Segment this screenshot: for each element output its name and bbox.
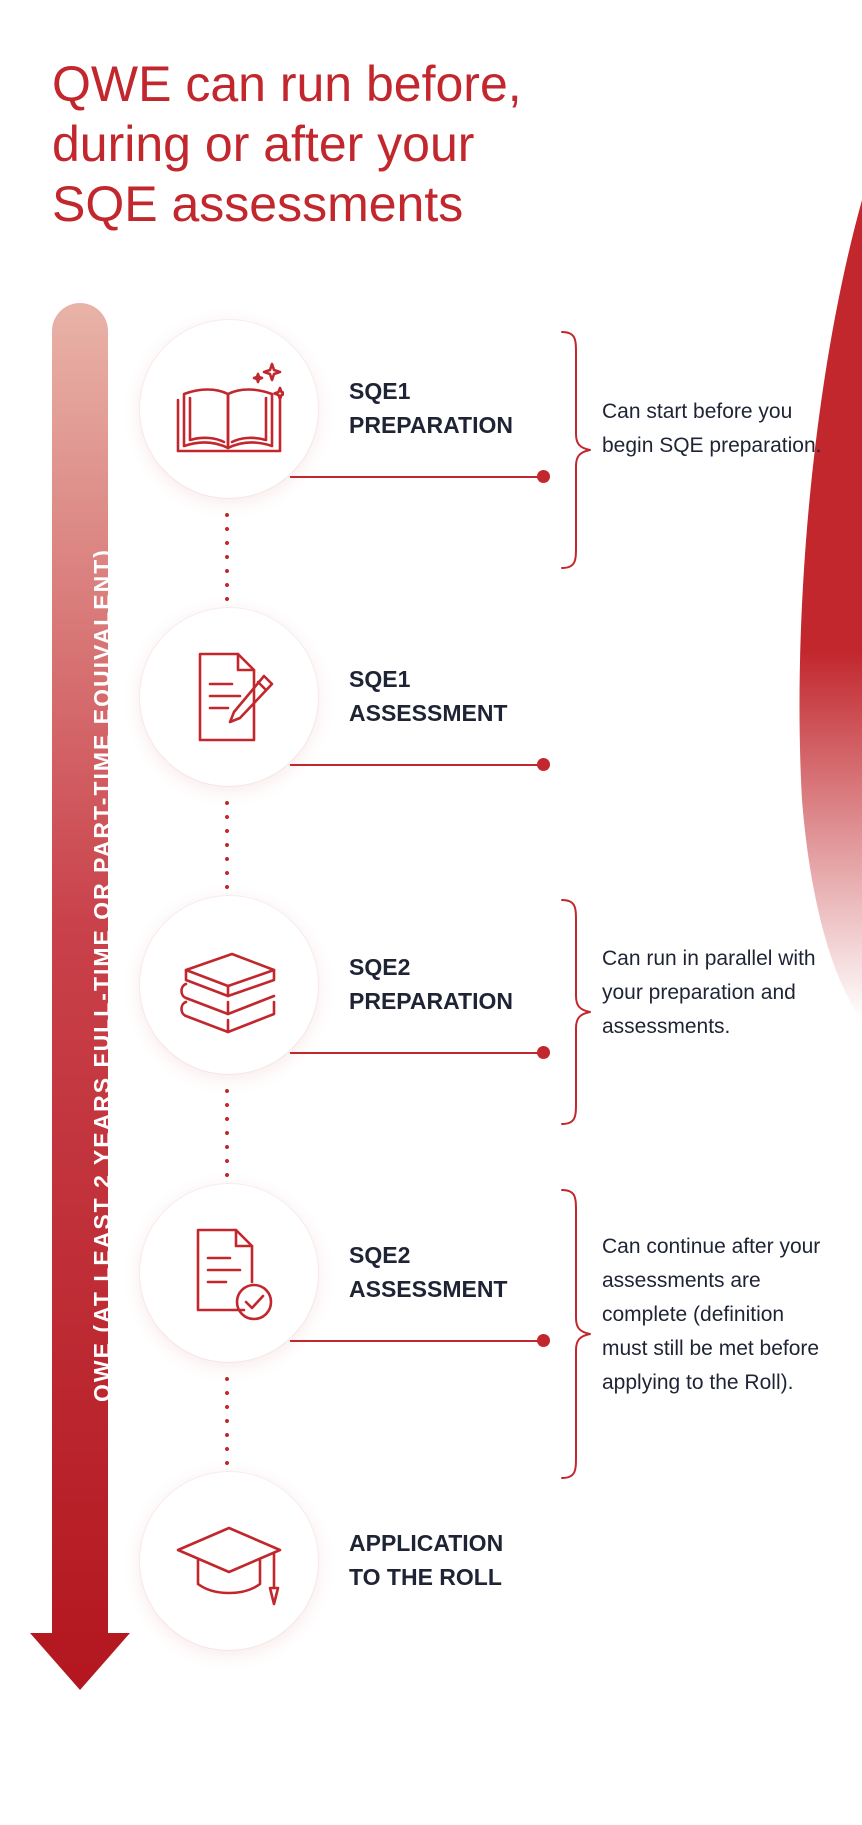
dotted-connector — [225, 796, 229, 891]
timeline-arrow — [30, 303, 130, 1690]
note-text: Can run in parallel with your preparatio… — [602, 947, 816, 1038]
stage-label-line-1: SQE2 — [349, 1242, 411, 1268]
dotted-connector — [225, 1084, 229, 1179]
stage-connector — [290, 1046, 550, 1059]
note-brace — [561, 899, 591, 1125]
stage-sqe2-assessment: SQE2 ASSESSMENT — [0, 1184, 862, 1384]
title-line-3: SQE assessments — [52, 176, 464, 232]
dotted-connector — [225, 508, 229, 603]
stage-label-line-1: SQE2 — [349, 954, 411, 980]
note-brace — [561, 1189, 591, 1479]
dotted-connector — [225, 1372, 229, 1467]
stage-icon-circle — [140, 896, 318, 1074]
stage-icon-circle — [140, 1184, 318, 1362]
stage-icon-circle — [140, 1472, 318, 1650]
stage-label-line-1: SQE1 — [349, 378, 411, 404]
open-book-icon — [176, 362, 284, 453]
document-pen-icon — [198, 652, 274, 742]
stage-label: SQE1 ASSESSMENT — [349, 662, 549, 730]
stage-label-line-2: ASSESSMENT — [349, 700, 508, 726]
stage-label: SQE1 PREPARATION — [349, 374, 549, 442]
page-title: QWE can run before, during or after your… — [52, 54, 652, 234]
stage-connector — [290, 758, 550, 771]
stage-icon-circle — [140, 608, 318, 786]
note-text: Can start before you begin SQE preparati… — [602, 400, 822, 457]
stage-label-line-1: APPLICATION — [349, 1530, 504, 1556]
stage-label-line-2: TO THE ROLL — [349, 1564, 502, 1590]
stage-sqe1-assessment: SQE1 ASSESSMENT — [0, 608, 862, 808]
note-text: Can continue after your assessments are … — [602, 1235, 821, 1394]
stage-application-to-roll: APPLICATION TO THE ROLL — [0, 1472, 862, 1672]
stage-label: SQE2 ASSESSMENT — [349, 1238, 549, 1306]
stage-label: APPLICATION TO THE ROLL — [349, 1526, 549, 1594]
stage-connector — [290, 1334, 550, 1347]
decorative-curve — [799, 200, 862, 1020]
stage-label-line-2: PREPARATION — [349, 412, 513, 438]
book-stack-icon — [180, 952, 276, 1034]
stage-connector — [290, 470, 550, 483]
title-line-1: QWE can run before, — [52, 56, 522, 112]
title-line-2: during or after your — [52, 116, 475, 172]
stage-icon-circle — [140, 320, 318, 498]
note-brace — [561, 331, 591, 569]
stage-label-line-2: ASSESSMENT — [349, 1276, 508, 1302]
document-check-icon — [196, 1228, 273, 1321]
stage-label-line-2: PREPARATION — [349, 988, 513, 1014]
graduation-cap-icon — [176, 1526, 282, 1606]
stage-sqe1-preparation: SQE1 PREPARATION — [0, 320, 862, 520]
stage-label: SQE2 PREPARATION — [349, 950, 549, 1018]
stage-sqe2-preparation: SQE2 PREPARATION — [0, 896, 862, 1096]
stage-label-line-1: SQE1 — [349, 666, 411, 692]
